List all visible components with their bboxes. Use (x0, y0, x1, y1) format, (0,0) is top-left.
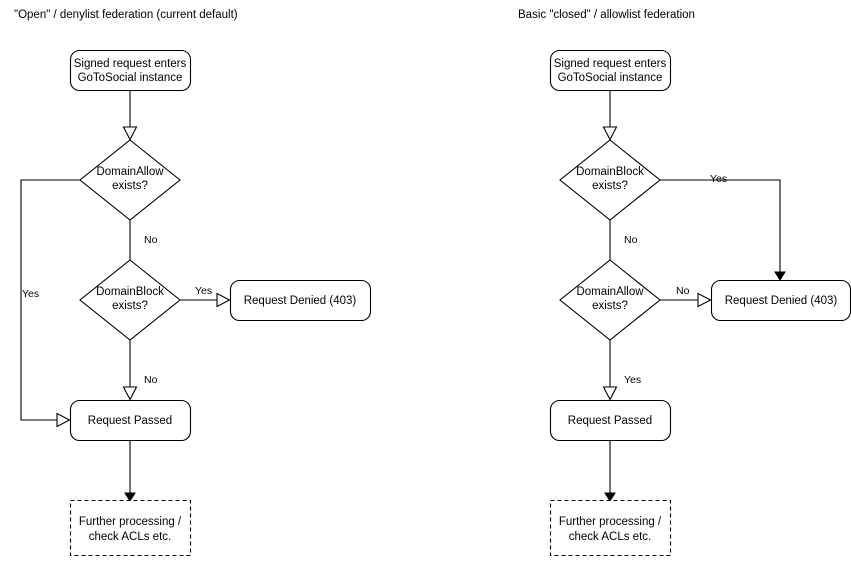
diagram-open-denylist: "Open" / denylist federation (current de… (14, 9, 372, 557)
left-edge-passed-to-further (124, 441, 136, 502)
left-domainallow-label-line1: DomainAllow (96, 166, 164, 178)
left-domainblock-label-line2: exists? (112, 300, 148, 312)
left-further-processing-box[interactable] (69, 499, 192, 557)
right-request-passed-label: Request Passed (568, 415, 652, 427)
right-edge-domainallow-no: No (660, 285, 712, 308)
right-entry-node[interactable]: Signed request enters GoToSocial instanc… (549, 49, 672, 92)
left-decision-domainblock[interactable]: DomainBlock exists? (79, 259, 181, 341)
right-entry-box[interactable] (549, 49, 672, 92)
left-further-processing-label-line1: Further processing / (79, 516, 182, 528)
right-further-processing-box[interactable] (549, 499, 672, 557)
left-request-passed-box[interactable] (69, 399, 192, 442)
right-request-denied-label: Request Denied (403) (725, 295, 838, 307)
left-edge-domainblock-no: No (122, 340, 158, 401)
left-further-processing-node[interactable]: Further processing / check ACLs etc. (69, 499, 192, 557)
left-further-processing-label-line2: check ACLs etc. (89, 531, 171, 543)
left-edge-entry-to-domainallow (122, 90, 138, 141)
right-domainblock-label-line2: exists? (592, 180, 628, 192)
right-edge-label-domainallow-no: No (676, 285, 690, 297)
left-diagram-title: "Open" / denylist federation (current de… (14, 9, 238, 21)
right-edge-label-domainallow-yes: Yes (624, 374, 641, 386)
left-entry-node[interactable]: Signed request enters GoToSocial instanc… (69, 49, 192, 92)
left-edge-domainblock-yes: Yes (180, 285, 231, 308)
left-entry-label-line2: GoToSocial instance (78, 72, 183, 84)
right-domainallow-label-line2: exists? (592, 300, 628, 312)
left-domainallow-label-line2: exists? (112, 180, 148, 192)
right-edge-domainblock-yes: Yes (660, 173, 786, 281)
left-request-denied-box[interactable] (229, 279, 372, 322)
diagram-closed-allowlist: Basic "closed" / allowlist federation Si… (518, 9, 851, 557)
left-request-denied-label: Request Denied (403) (244, 295, 357, 307)
left-request-passed-node[interactable]: Request Passed (69, 399, 192, 442)
left-edge-label-domainblock-yes: Yes (195, 285, 212, 297)
right-decision-domainallow[interactable]: DomainAllow exists? (559, 259, 661, 341)
right-further-processing-label-line1: Further processing / (559, 516, 662, 528)
right-edge-label-domainblock-yes: Yes (710, 173, 727, 185)
left-entry-label-line1: Signed request enters (74, 58, 187, 70)
right-diagram-title: Basic "closed" / allowlist federation (518, 9, 695, 21)
right-domainallow-label-line1: DomainAllow (576, 286, 644, 298)
right-request-denied-node[interactable]: Request Denied (403) (710, 279, 851, 322)
right-decision-domainblock[interactable]: DomainBlock exists? (559, 139, 661, 221)
left-edge-domainallow-yes: Yes (20, 179, 80, 428)
right-edge-label-domainblock-no: No (624, 234, 638, 246)
right-edge-passed-to-further (604, 441, 616, 502)
left-domainblock-label-line1: DomainBlock (96, 286, 164, 298)
right-request-passed-box[interactable] (549, 399, 672, 442)
right-edge-domainallow-yes: Yes (602, 340, 641, 401)
left-entry-box[interactable] (69, 49, 192, 92)
right-request-passed-node[interactable]: Request Passed (549, 399, 672, 442)
right-further-processing-label-line2: check ACLs etc. (569, 531, 651, 543)
left-edge-label-domainallow-no: No (144, 234, 158, 246)
left-decision-domainallow[interactable]: DomainAllow exists? (79, 139, 181, 221)
left-request-passed-label: Request Passed (88, 415, 172, 427)
right-further-processing-node[interactable]: Further processing / check ACLs etc. (549, 499, 672, 557)
left-edge-label-domainblock-no: No (144, 374, 158, 386)
left-request-denied-node[interactable]: Request Denied (403) (229, 279, 372, 322)
right-domainblock-label-line1: DomainBlock (576, 166, 644, 178)
right-entry-label-line1: Signed request enters (554, 58, 667, 70)
right-edge-entry-to-domainblock (602, 90, 618, 141)
right-entry-label-line2: GoToSocial instance (558, 72, 663, 84)
left-edge-label-domainallow-yes: Yes (22, 288, 39, 300)
